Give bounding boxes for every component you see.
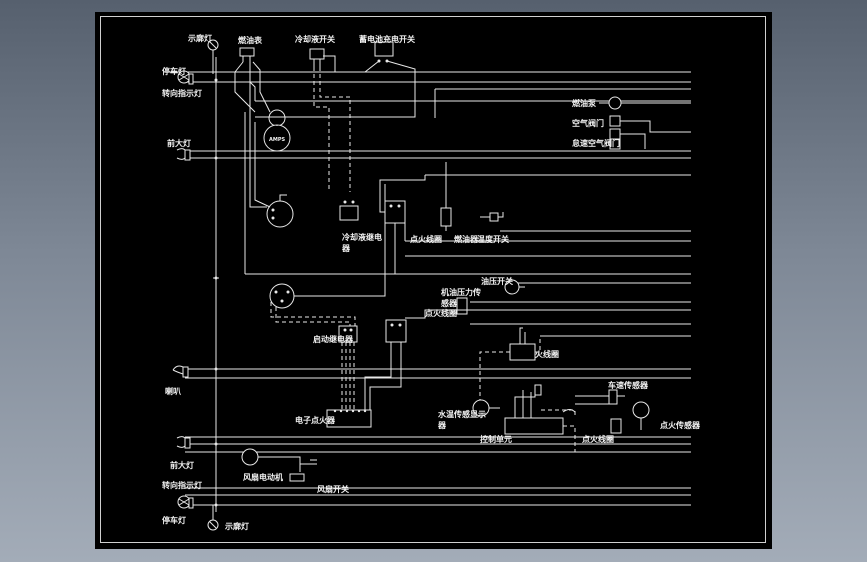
label-fuel-filter: 燃油器: [454, 234, 479, 244]
label-ignition-sensor: 点火传感器: [660, 420, 701, 430]
label-control-unit: 控制单元: [480, 434, 512, 444]
fuel-level-meter: AMPS: [263, 109, 291, 152]
label-oil-pressure-switch: 油压开关: [481, 276, 513, 286]
tail-light-bottom-symbol: [207, 505, 219, 531]
parking-light-top-symbol: [177, 70, 194, 85]
oil-pressure-switch-symbol: [504, 279, 525, 295]
idle-control-valve-symbol: [472, 399, 500, 417]
label-front-turn-signal-bottom: 转向指示灯: [162, 480, 202, 490]
tail-light-top-symbol: [207, 39, 219, 74]
label-battery-charge-switch: 蓄电池充电开关: [359, 34, 415, 44]
wire-coil-4: [563, 425, 576, 452]
oil-pressure-sensor-symbol: [456, 297, 468, 315]
drawing-canvas: 示廓灯 停车灯 转向指示灯 前大灯 燃油表 AMPS: [95, 12, 772, 549]
oil-pump-symbol: [599, 96, 691, 110]
wiring-diagram: 示廓灯 停车灯 转向指示灯 前大灯 燃油表 AMPS: [162, 33, 701, 531]
label-ignition-coil-1: 点火线圈: [410, 234, 442, 244]
fuel-filter-symbol: [440, 162, 452, 231]
ignition-coil-3-symbol: [364, 319, 407, 410]
label-ignition-coil-3: 点火线圈: [527, 349, 559, 359]
speed-sensor-symbol: [575, 389, 625, 405]
temp-gauge-symbol: [244, 112, 294, 274]
temp-switch-symbol: [480, 212, 504, 222]
label-coolant-switch: 冷却液开关: [295, 34, 335, 44]
electronic-igniter-symbol: [326, 409, 372, 428]
wire-coil-2: [405, 309, 470, 319]
drawing-frame: [100, 16, 766, 543]
label-fan-switch: 风扇开关: [317, 484, 349, 494]
coolant-switch-symbol: [309, 48, 351, 192]
label-oil-pump: 燃油泵: [572, 98, 596, 108]
horn-symbol: [172, 365, 189, 378]
fan-switch-symbol: [289, 473, 305, 482]
label-fuel-level-sender-1: 机油压力传: [441, 287, 481, 297]
label-electronic-igniter: 电子点火器: [295, 415, 336, 425]
label-water-temp-sender-2: 器: [437, 421, 447, 430]
headlight-bottom-symbol: [176, 436, 191, 449]
label-horn: 喇叭: [165, 386, 181, 396]
label-parking-light-bottom: 停车灯: [162, 515, 186, 525]
label-fuel-gauge: 燃油表: [238, 35, 263, 45]
label-parking-light-top: 停车灯: [162, 66, 186, 76]
label-front-turn-signal-top: 转向指示灯: [162, 88, 202, 98]
label-water-temp-sender-1: 水温传感显示: [437, 409, 486, 419]
label-speed-sensor: 车速传感器: [608, 380, 649, 390]
headlight-top-symbol: [176, 148, 191, 161]
label-fan-motor: 风扇电动机: [243, 472, 283, 482]
ignition-coil-center-symbol: [479, 327, 541, 407]
coolant-relay-symbol: [339, 200, 359, 221]
ignition-sensor-symbol: [610, 401, 650, 434]
svg-text:AMPS: AMPS: [269, 137, 286, 143]
label-fuel-level-sender-2: 感器: [441, 298, 458, 308]
label-tail-light-bottom: 示廓灯: [224, 521, 249, 531]
distributor-relay-symbol: [338, 325, 358, 410]
label-tail-light-top: 示廓灯: [187, 33, 212, 43]
label-coolant-relay-2: 器: [341, 244, 351, 253]
label-coolant-relay-1: 冷却液继电: [342, 232, 382, 242]
left-trunk: [213, 57, 219, 512]
label-headlight-bottom: 前大灯: [170, 460, 194, 470]
air-throttle-symbol: [609, 115, 655, 150]
fuel-gauge-symbol: [234, 47, 271, 113]
wire-top-loop: [249, 81, 256, 101]
label-temp-switch: 温度开关: [477, 234, 509, 244]
parking-light-bottom-symbol: [177, 495, 194, 509]
distributor-symbol: [269, 184, 386, 332]
fan-motor-symbol: [241, 448, 317, 472]
battery-charge-switch-symbol: [255, 41, 416, 118]
label-air-throttle: 空气阀门: [572, 118, 604, 128]
label-headlight-top: 前大灯: [167, 138, 191, 148]
label-distributor-relay: 启动继电器: [313, 334, 354, 344]
label-ignition-coil-2: 点火线圈: [425, 308, 457, 318]
ignition-coil-1-symbol: [379, 175, 426, 274]
control-unit-symbol: [504, 384, 576, 435]
label-idle-air-valve: 怠速空气阀门: [572, 138, 620, 148]
label-ignition-coil-4: 点火线圈: [582, 434, 614, 444]
